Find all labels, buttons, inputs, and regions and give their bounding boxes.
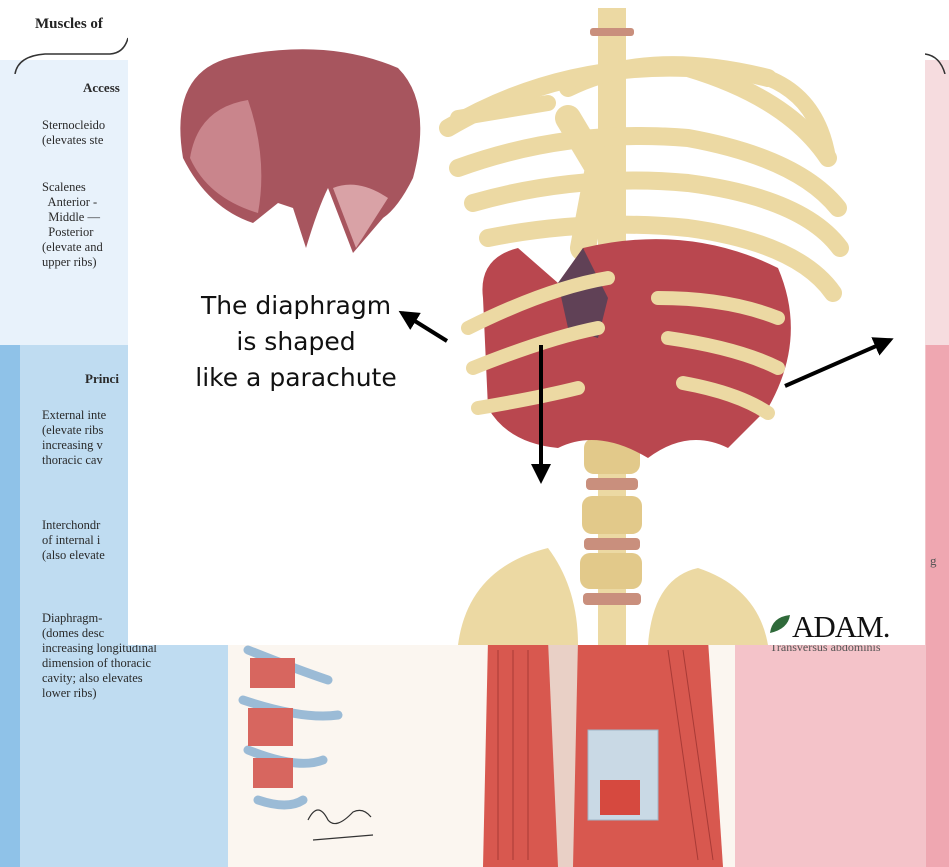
arrow-outward [785,340,890,386]
arrow-to-caption [402,313,447,341]
